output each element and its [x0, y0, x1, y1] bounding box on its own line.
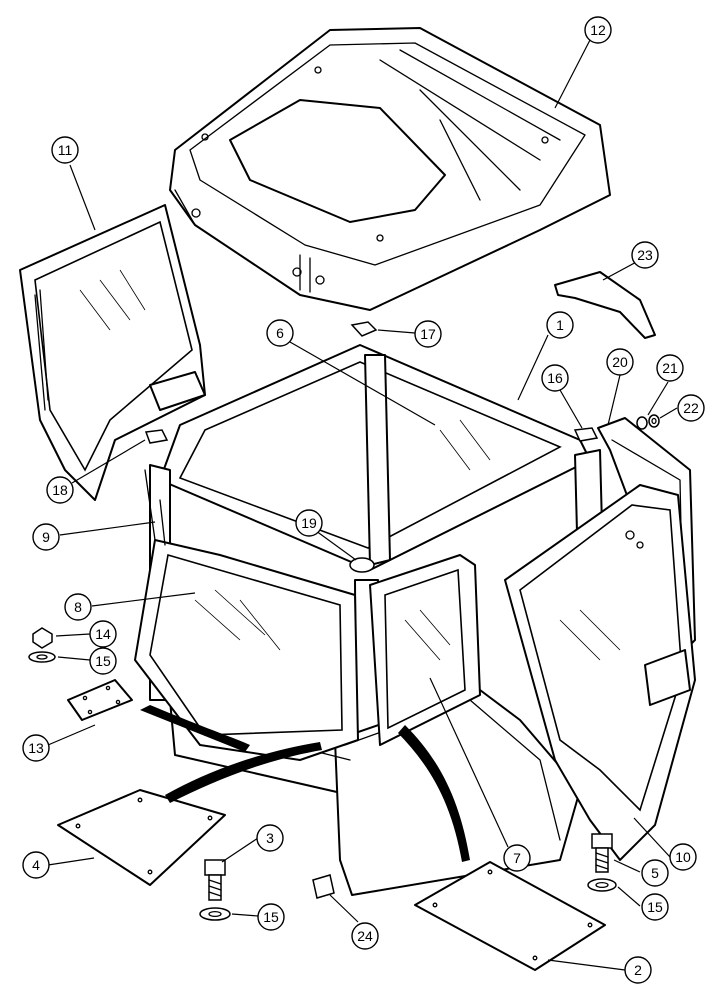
- callout-21: 21: [656, 354, 684, 382]
- callout-22: 22: [677, 394, 705, 422]
- callout-8: 8: [64, 593, 92, 621]
- callout-7: 7: [503, 844, 531, 872]
- svg-text:8: 8: [74, 599, 82, 615]
- svg-text:5: 5: [651, 865, 659, 881]
- svg-text:20: 20: [612, 354, 628, 370]
- plug-19: [349, 557, 375, 573]
- callout-14: 14: [89, 620, 117, 648]
- plug-16: [573, 427, 599, 442]
- washer-15-left: [199, 907, 231, 921]
- svg-text:23: 23: [637, 247, 653, 263]
- callout-9: 9: [32, 523, 60, 551]
- callout-6: 6: [266, 319, 294, 347]
- washer-15-upper: [28, 651, 56, 663]
- svg-text:10: 10: [675, 849, 691, 865]
- leader-lines: [47, 39, 678, 971]
- svg-text:17: 17: [420, 326, 436, 342]
- assembly-indicator-arrows: [140, 705, 470, 862]
- callout-10: 10: [669, 843, 697, 871]
- callout-13: 13: [22, 734, 50, 762]
- callout-16: 16: [541, 364, 569, 392]
- callout-3: 3: [256, 824, 284, 852]
- callout-20: 20: [606, 348, 634, 376]
- svg-text:7: 7: [513, 850, 521, 866]
- svg-text:14: 14: [95, 626, 111, 642]
- callout-11: 11: [51, 136, 79, 164]
- floor-plate-small: [67, 679, 133, 721]
- svg-text:19: 19: [301, 515, 317, 531]
- washer-22: [648, 414, 660, 428]
- floor-plate-right: [414, 861, 606, 971]
- svg-text:9: 9: [42, 529, 50, 545]
- bolt-5: [591, 833, 613, 873]
- svg-text:15: 15: [263, 909, 279, 925]
- nut-14: [32, 627, 53, 649]
- svg-text:2: 2: [634, 962, 642, 978]
- svg-text:1: 1: [556, 317, 564, 333]
- roof-panel: [169, 27, 611, 311]
- left-side-window: [19, 204, 206, 501]
- svg-text:12: 12: [590, 22, 606, 38]
- callout-15b: 15: [257, 903, 285, 931]
- plug-18: [144, 429, 169, 444]
- callout-15c: 15: [641, 893, 669, 921]
- svg-text:22: 22: [683, 400, 699, 416]
- svg-text:6: 6: [276, 325, 284, 341]
- callout-24: 24: [351, 922, 379, 950]
- right-door: [504, 484, 696, 861]
- clip-24: [312, 874, 335, 899]
- callout-2: 2: [624, 956, 652, 984]
- callout-17: 17: [414, 320, 442, 348]
- callout-15a: 15: [89, 647, 117, 675]
- svg-text:15: 15: [647, 899, 663, 915]
- svg-text:13: 13: [28, 740, 44, 756]
- callout-23: 23: [631, 241, 659, 269]
- bolt-3: [204, 859, 226, 901]
- callout-5: 5: [641, 859, 669, 887]
- svg-text:3: 3: [266, 830, 274, 846]
- front-windshield: [134, 539, 359, 761]
- left-frame-member: [144, 469, 166, 546]
- svg-text:18: 18: [52, 482, 68, 498]
- nut-21: [636, 416, 648, 430]
- callout-19: 19: [295, 509, 323, 537]
- svg-text:11: 11: [58, 142, 73, 158]
- front-door: [369, 554, 481, 746]
- callout-12: 12: [584, 16, 612, 44]
- callout-18: 18: [46, 476, 74, 504]
- svg-text:16: 16: [547, 370, 563, 386]
- floor-plate-left: [57, 789, 226, 886]
- svg-text:24: 24: [357, 928, 373, 944]
- plug-17: [350, 321, 378, 337]
- svg-text:21: 21: [662, 360, 678, 376]
- svg-text:4: 4: [32, 857, 40, 873]
- washer-15-right: [587, 878, 617, 892]
- svg-text:15: 15: [95, 653, 111, 669]
- callout-4: 4: [22, 851, 50, 879]
- rear-trim-strip: [554, 271, 656, 339]
- callout-1: 1: [546, 311, 574, 339]
